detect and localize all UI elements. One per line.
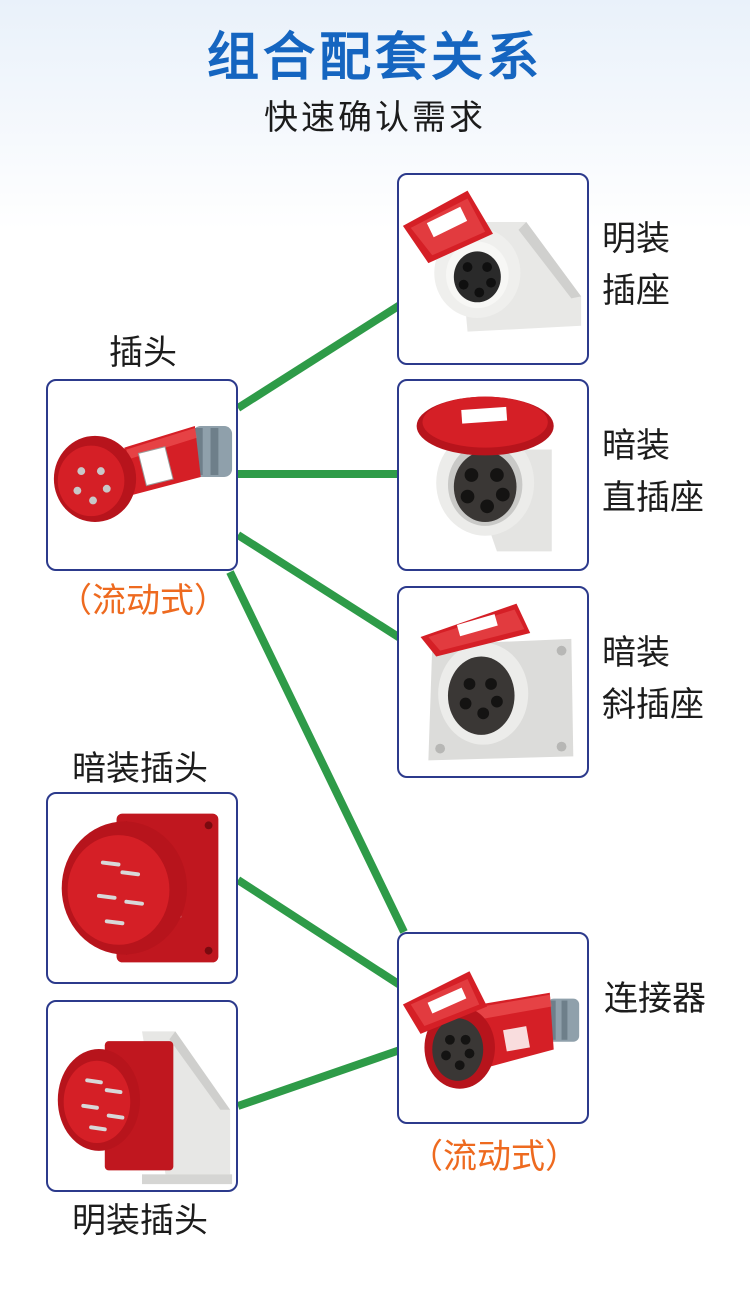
concealed-straight-socket-card[interactable] xyxy=(397,379,589,571)
surface-socket-image xyxy=(402,190,582,332)
plug-label: 插头 xyxy=(109,333,177,373)
link-plug-surface-socket xyxy=(235,301,403,412)
concealed-straight-socket-label-line1: 暗装 xyxy=(602,426,670,466)
surface-socket-label-line2: 插座 xyxy=(602,271,670,311)
concealed-angled-socket-card[interactable] xyxy=(397,586,589,778)
plug-image xyxy=(53,426,233,522)
concealed-plug-card[interactable] xyxy=(46,792,238,984)
link-surface-plug-connector xyxy=(236,1046,402,1110)
link-plug-connector xyxy=(226,570,408,934)
concealed-angled-socket-label-line1: 暗装 xyxy=(602,633,670,673)
page-subtitle: 快速确认需求 xyxy=(264,98,486,138)
concealed-angled-socket-label-line2: 斜插座 xyxy=(602,685,704,725)
connector-image xyxy=(402,971,580,1089)
plug-note: （流动式） xyxy=(58,581,228,621)
link-plug-concealed-angled-socket xyxy=(235,531,403,642)
concealed-angled-socket-image xyxy=(420,603,574,761)
concealed-straight-socket-label-line2: 直插座 xyxy=(602,478,704,518)
link-concealed-plug-connector xyxy=(235,876,403,989)
surface-plug-card[interactable] xyxy=(46,1000,238,1192)
connector-card[interactable] xyxy=(397,932,589,1124)
concealed-plug-image xyxy=(61,813,219,963)
surface-socket-label-line1: 明装 xyxy=(602,219,670,259)
surface-plug-image xyxy=(57,1031,233,1185)
plug-card[interactable] xyxy=(46,379,238,571)
surface-plug-label: 明装插头 xyxy=(72,1201,208,1241)
surface-socket-card[interactable] xyxy=(397,173,589,365)
concealed-straight-socket-image xyxy=(416,396,554,552)
connector-note: （流动式） xyxy=(409,1137,579,1177)
concealed-plug-label: 暗装插头 xyxy=(72,749,208,789)
page-title: 组合配套关系 xyxy=(206,28,543,88)
connector-label: 连接器 xyxy=(604,979,706,1019)
